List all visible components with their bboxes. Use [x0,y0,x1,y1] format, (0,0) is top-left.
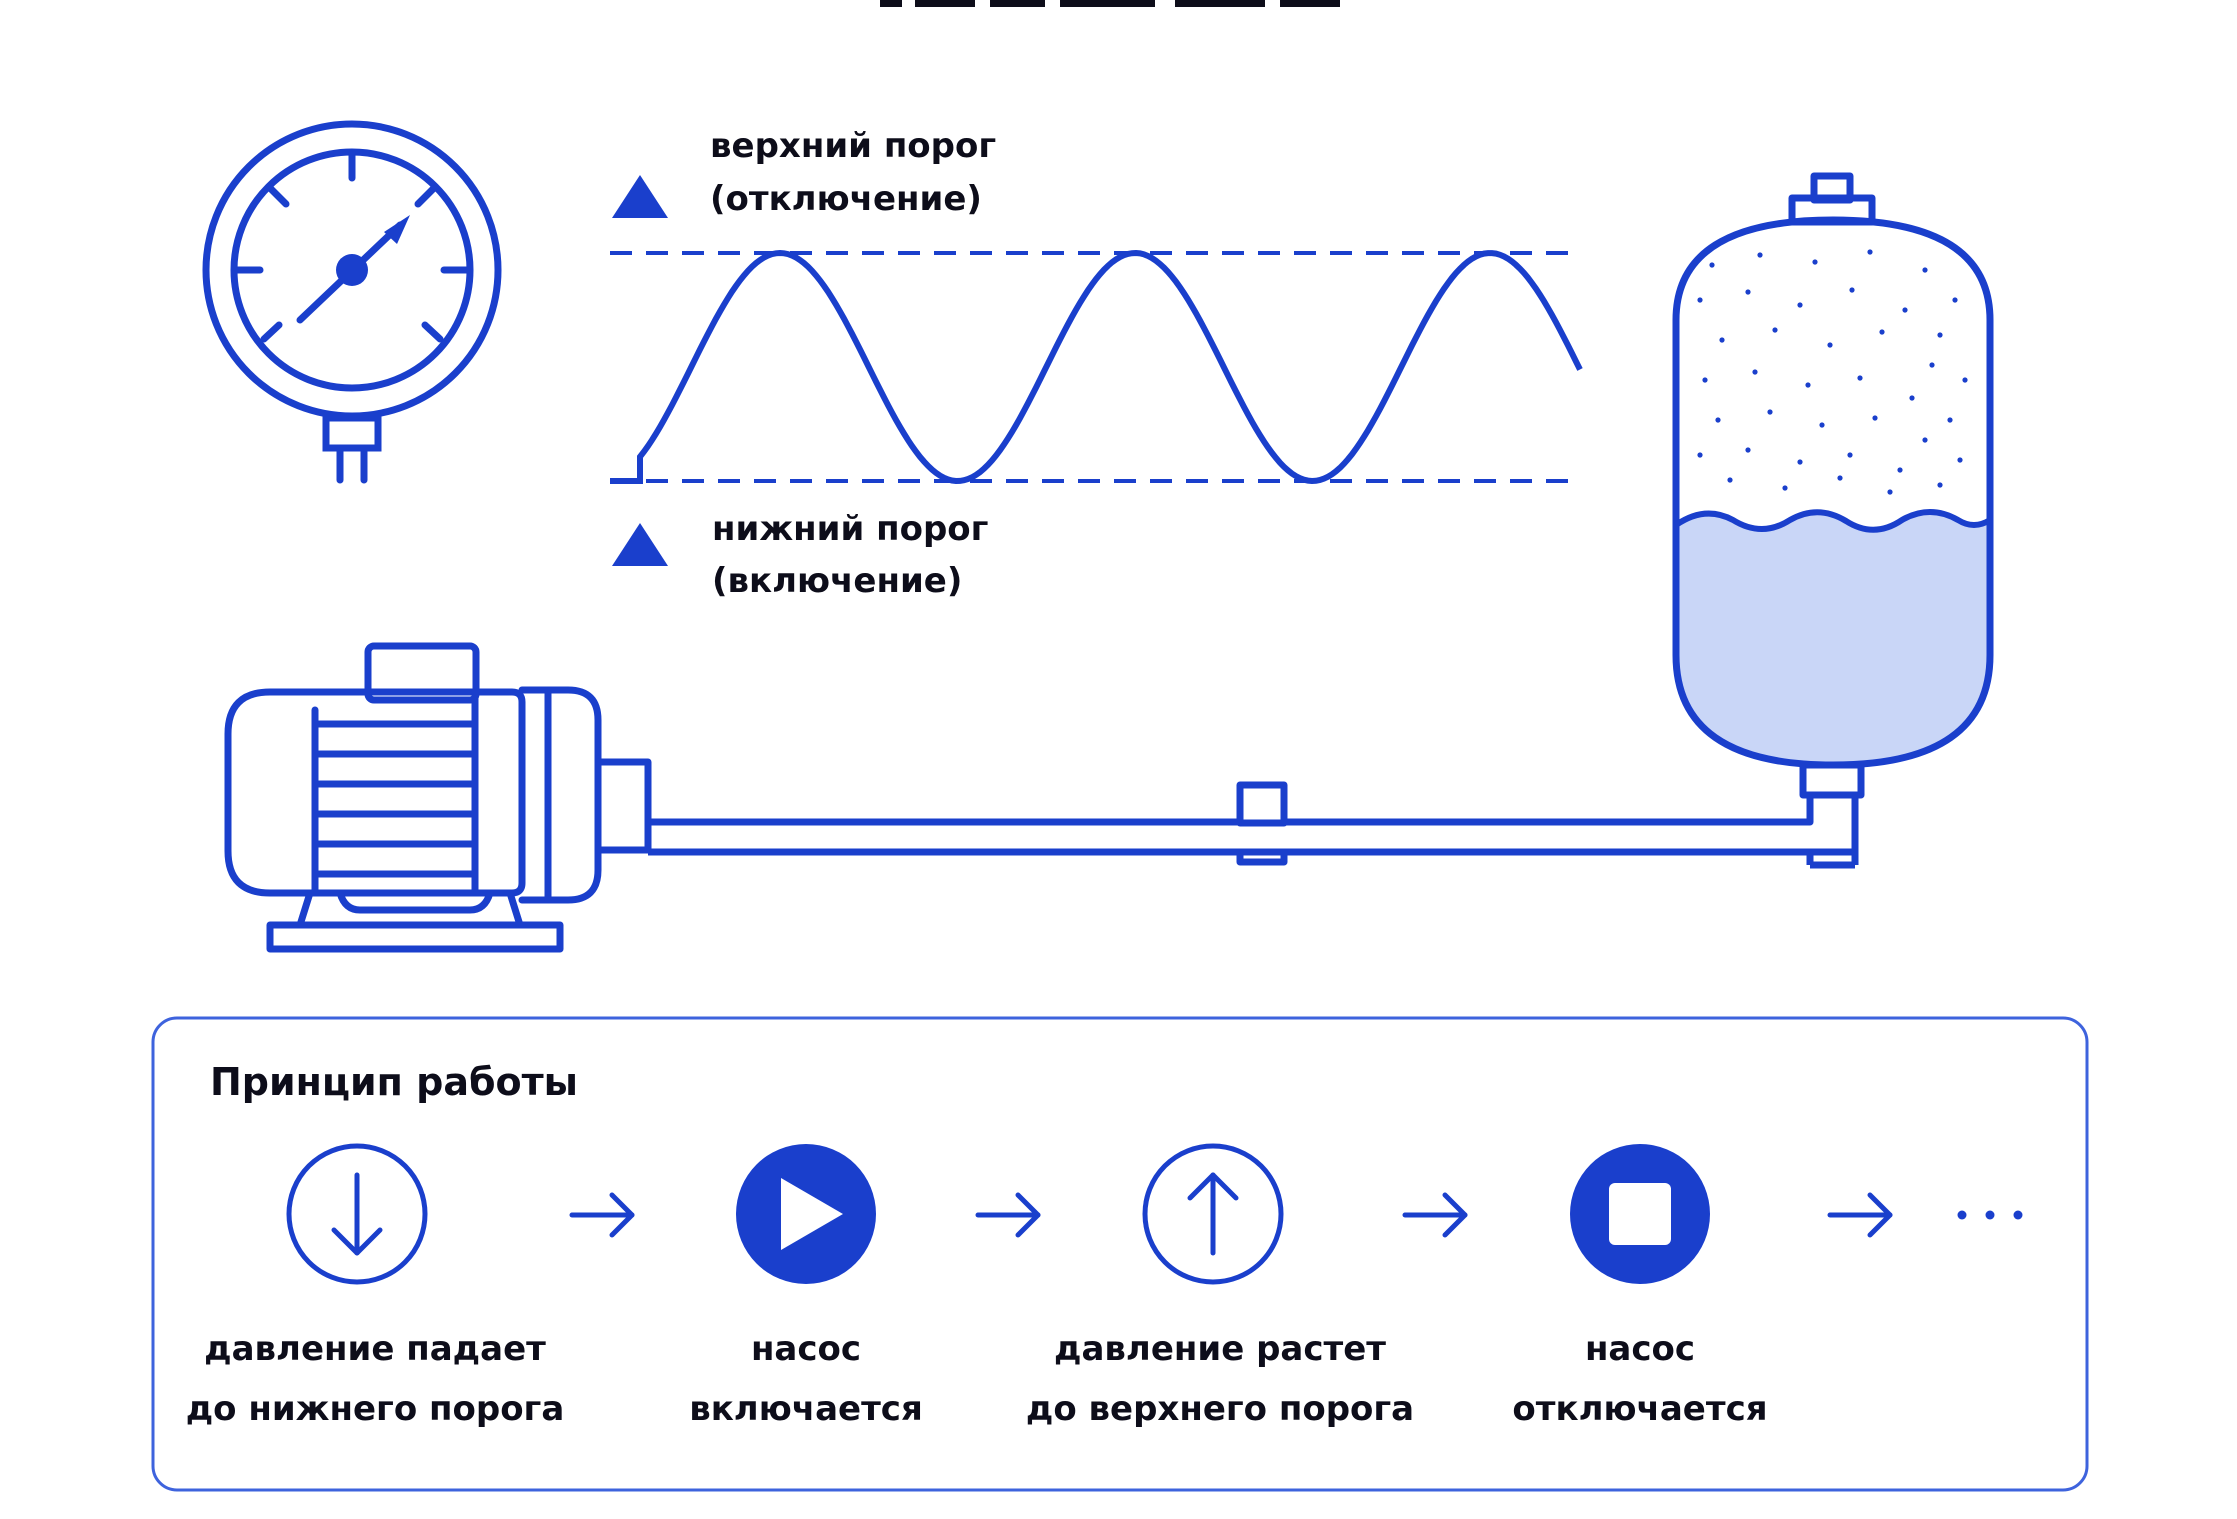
air-bubble [1857,375,1863,381]
air-bubble [1805,382,1811,388]
air-bubble [1719,337,1725,343]
principle-title: Принцип работы [210,1060,578,1104]
upper-threshold-marker-icon [612,175,668,218]
air-bubble [1819,422,1825,428]
air-bubble [1952,297,1958,303]
flow-arrow-icon [569,1192,635,1238]
flow-arrow-icon [1402,1192,1468,1238]
threshold-lines [610,251,1580,483]
pressure-tank-icon [1672,172,1994,799]
air-bubble [1772,327,1778,333]
air-bubble [1745,447,1751,453]
air-bubble [1902,307,1908,313]
principle-panel [151,1016,2089,1492]
flow-arrow-icon [1827,1192,1893,1238]
air-bubble [1922,267,1928,273]
arrow-up-circle-icon [1142,1143,1284,1285]
air-bubble [1957,457,1963,463]
step-4-caption-line2: отключается [1512,1389,1767,1429]
clipped-title-remnant [880,0,1340,7]
lower-threshold-marker-icon [612,523,668,566]
air-bubble [1847,452,1853,458]
air-bubble [1697,452,1703,458]
air-bubble [1797,302,1803,308]
ellipsis-icon [1957,1210,2023,1220]
step-4-caption-line1: насос [1585,1329,1695,1369]
step-2-caption-line1: насос [751,1329,861,1369]
air-bubble [1849,287,1855,293]
upper-threshold-label-1: верхний порог [710,126,996,166]
pump-icon [224,642,652,953]
lower-threshold-label-1: нижний порог [712,509,988,549]
step-1-caption-line2: до нижнего порога [186,1389,565,1429]
lower-threshold-label-2: (включение) [712,561,962,601]
step-2-caption-line2: включается [689,1389,923,1429]
air-bubble [1947,417,1953,423]
air-bubble [1837,475,1843,481]
air-bubble [1937,332,1943,338]
air-bubble [1702,377,1708,383]
play-circle-icon [736,1144,876,1284]
air-bubble [1937,482,1943,488]
air-bubble [1897,467,1903,473]
pressure-gauge-icon [202,120,502,484]
air-bubble [1812,259,1818,265]
air-bubble [1872,415,1878,421]
air-bubble [1745,289,1751,295]
flow-arrow-icon [975,1192,1041,1238]
air-bubble [1929,362,1935,368]
air-bubble [1887,489,1893,495]
air-bubble [1709,262,1715,268]
pressure-wave [610,249,1583,485]
arrow-down-circle-icon [286,1143,428,1285]
air-bubble [1827,342,1833,348]
pipe [648,781,1859,869]
air-bubble [1962,377,1968,383]
air-bubble [1727,477,1733,483]
upper-threshold-label-2: (отключение) [710,179,982,219]
air-bubble [1909,395,1915,401]
air-bubble [1752,369,1758,375]
air-bubble [1697,297,1703,303]
air-bubble [1767,409,1773,415]
air-bubble [1782,485,1788,491]
air-bubble [1879,329,1885,335]
step-3-caption-line1: давление растет [1054,1329,1386,1369]
stop-circle-icon [1570,1144,1710,1284]
air-bubble [1757,252,1763,258]
air-bubble [1922,437,1928,443]
air-bubble [1715,417,1721,423]
air-bubble [1867,249,1873,255]
step-3-caption-line2: до верхнего порога [1026,1389,1414,1429]
step-1-caption-line1: давление падает [204,1329,546,1369]
air-bubble [1797,459,1803,465]
